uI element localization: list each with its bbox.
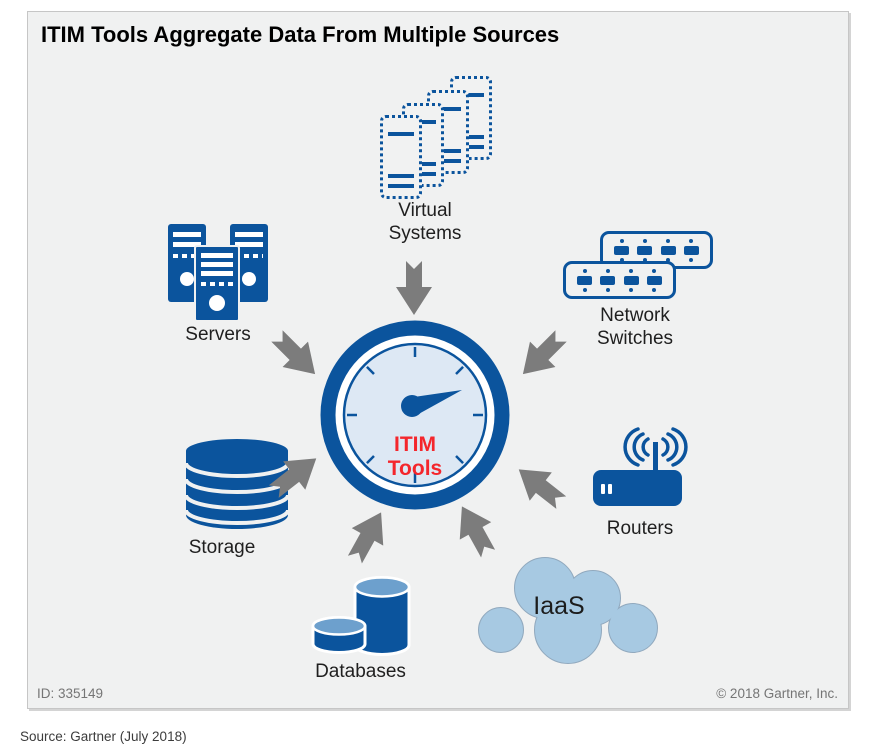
server-slot (201, 253, 233, 258)
gauge-needle-hub (401, 395, 423, 417)
vm-card-line (458, 145, 484, 150)
vm-card-line (410, 120, 436, 125)
storage-label: Storage (188, 537, 256, 558)
network-switches-label: Network Switches (596, 305, 674, 349)
iaas-label: IaaS (533, 592, 584, 620)
switch-port (683, 238, 699, 262)
arrow-shape (522, 330, 567, 375)
servers-icon (165, 222, 275, 324)
server-vents (173, 254, 201, 258)
switch-port (577, 268, 592, 292)
database-cylinder-tall-top (353, 576, 411, 598)
arrow-routers-icon (508, 455, 573, 517)
router-body (593, 470, 682, 506)
switch-port (660, 238, 676, 262)
switch-port (623, 268, 639, 292)
server-vents (235, 254, 263, 258)
server-slot (201, 271, 233, 276)
network-switch-icon (563, 261, 676, 299)
server-vents (201, 282, 233, 286)
arrow-shape (271, 330, 316, 375)
vm-card-line (410, 162, 436, 167)
vm-card (380, 115, 422, 199)
databases-icon (311, 576, 411, 656)
switch-port (637, 238, 653, 262)
server-power-button (242, 272, 256, 286)
vm-card-line (458, 93, 484, 98)
gauge-icon: ITIM Tools (320, 320, 510, 510)
gauge-label-line2: Tools (388, 457, 442, 480)
router-antenna (653, 442, 658, 474)
server-power-button (180, 272, 194, 286)
storage-icon (184, 439, 290, 529)
arrow-shape (268, 458, 317, 498)
vm-card-line (388, 132, 414, 137)
switch-port (646, 268, 662, 292)
vm-card-line (388, 174, 414, 179)
wifi-signal-icon (623, 427, 688, 467)
servers-label: Servers (185, 324, 251, 345)
switch-port (600, 268, 616, 292)
vm-card-line (435, 159, 461, 164)
router-led (601, 484, 605, 494)
routers-label: Routers (606, 518, 674, 539)
server-slot (235, 242, 263, 247)
arrow-databases-icon (339, 504, 397, 569)
router-icon (593, 427, 688, 506)
gauge-ticks (347, 347, 483, 483)
arrow-servers-icon (264, 323, 328, 387)
vm-card-line (435, 149, 461, 154)
iaas-cloud-icon: IaaS (478, 557, 658, 664)
cloud-fill (479, 558, 657, 663)
arrow-iaas-icon (446, 498, 504, 563)
databases-label: Databases (315, 661, 406, 682)
router-led (608, 484, 612, 494)
arrow-network-switches-icon (510, 323, 574, 387)
switch-port (614, 238, 629, 262)
arrow-shape (459, 506, 496, 558)
arrow-shape (347, 512, 384, 564)
vm-card-line (458, 135, 484, 140)
server-slot (201, 262, 233, 267)
vm-card-line (410, 172, 436, 177)
arrow-virtual-systems-icon (396, 261, 432, 315)
arrow-shape (518, 469, 567, 509)
vm-card-line (435, 107, 461, 112)
figure-title: ITIM Tools Aggregate Data From Multiple … (41, 22, 560, 47)
arrow-storage-icon (263, 444, 328, 506)
server-slot (173, 242, 201, 247)
copyright-notice: © 2018 Gartner, Inc. (716, 686, 838, 701)
gauge-label-line1: ITIM (394, 433, 436, 456)
server-power-button (209, 295, 225, 311)
server-tower (194, 245, 240, 322)
source-note: Source: Gartner (July 2018) (20, 729, 187, 744)
vm-card-line (388, 184, 414, 189)
virtual-systems-icon (378, 74, 500, 202)
server-slot (173, 232, 201, 237)
arrow-shape (396, 261, 432, 315)
server-slot (235, 232, 263, 237)
virtual-systems-label: Virtual Systems (388, 200, 462, 244)
database-cylinder-short-top (311, 616, 367, 636)
figure-id: ID: 335149 (37, 686, 104, 701)
